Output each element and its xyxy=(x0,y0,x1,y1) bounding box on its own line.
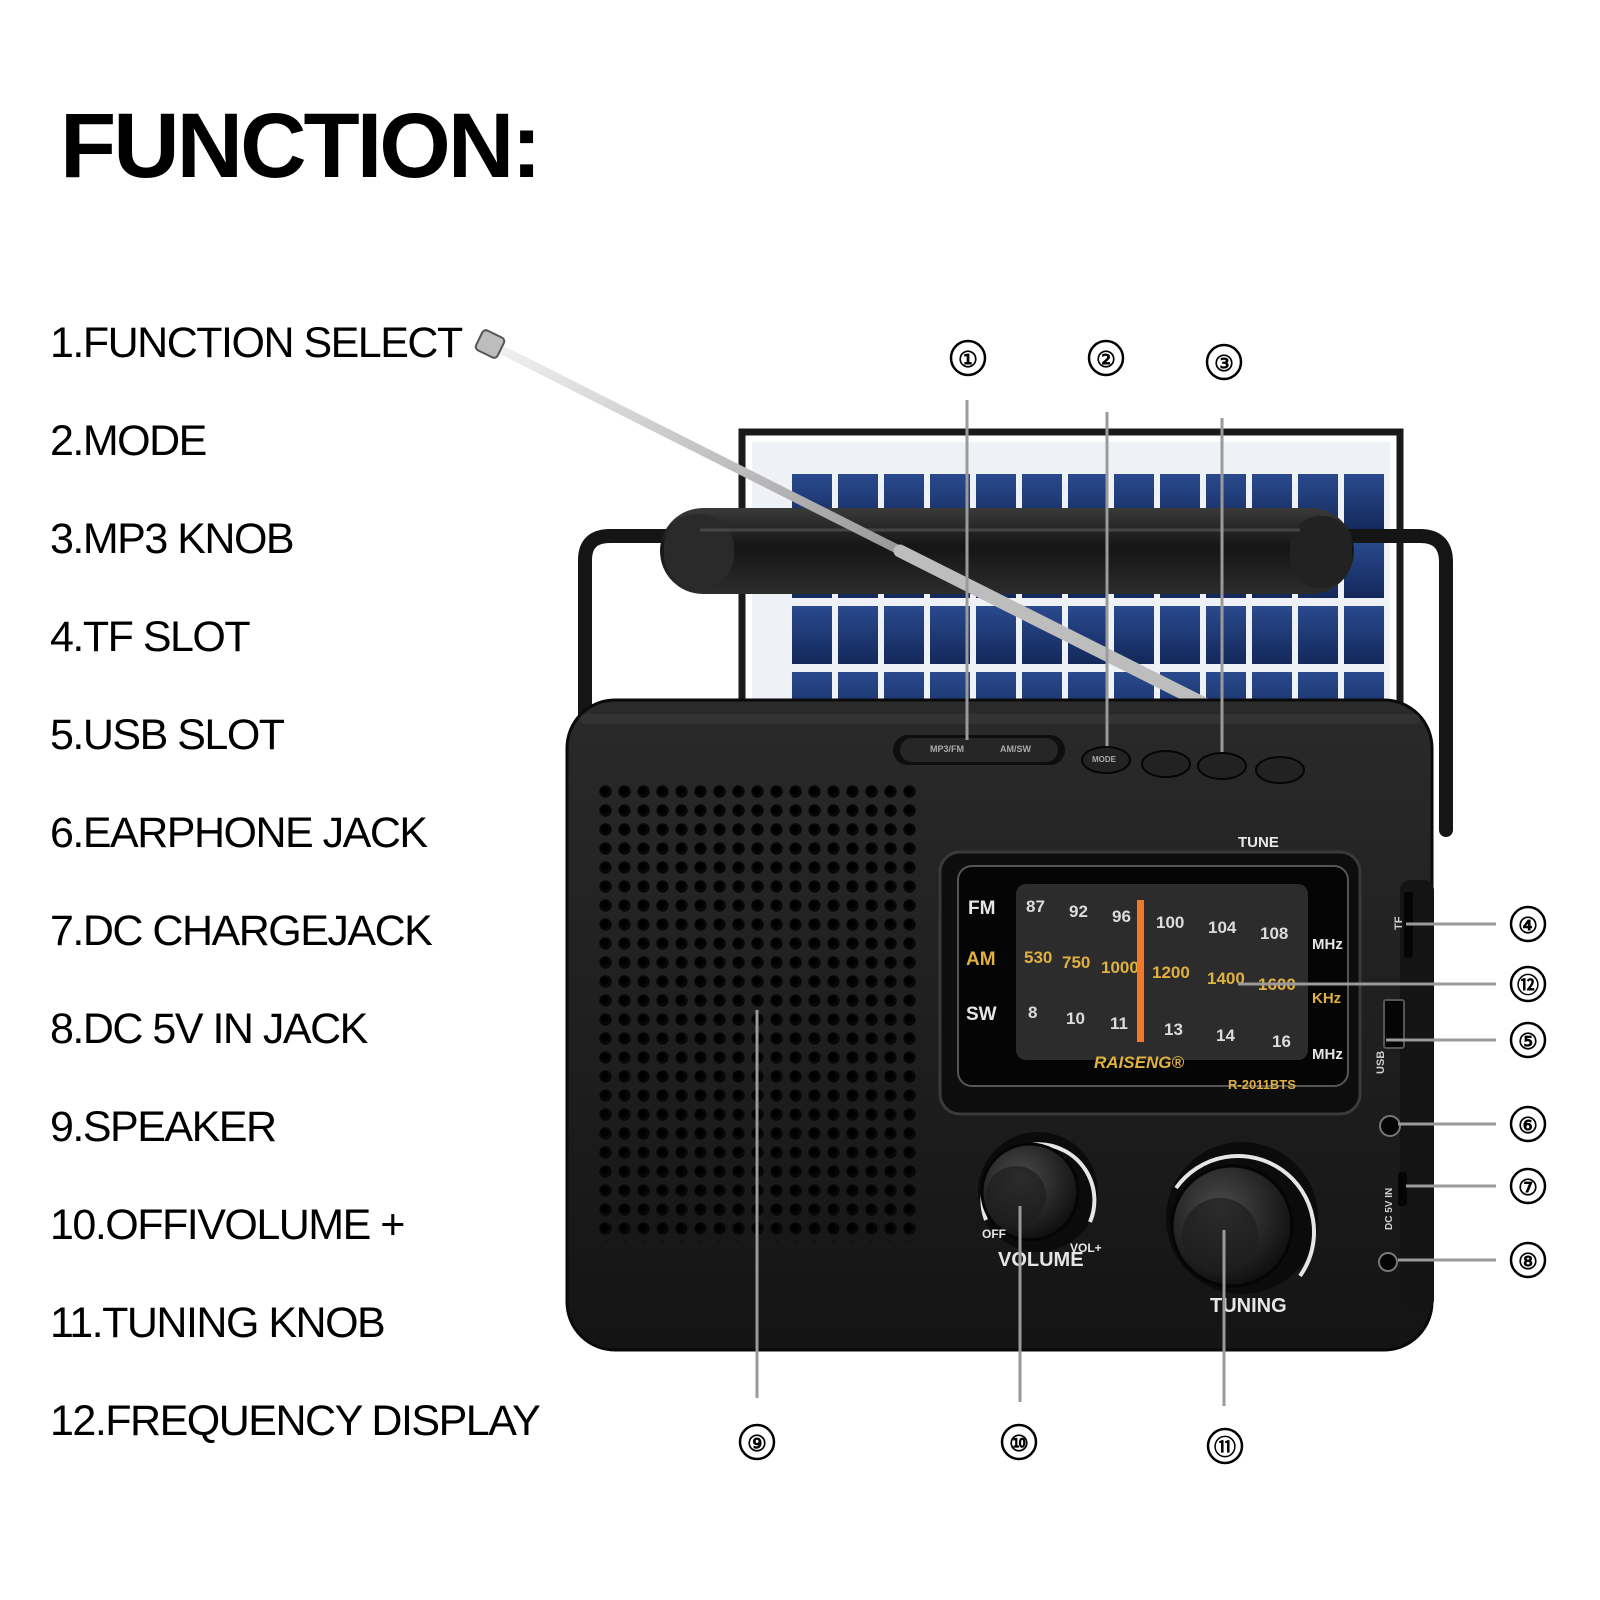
solar-cell xyxy=(1160,606,1200,664)
am-tick-label: 750 xyxy=(1062,953,1090,972)
earphone-jack[interactable] xyxy=(1379,1115,1401,1137)
antenna-tube xyxy=(660,508,1354,594)
tuning-pointer xyxy=(1137,900,1144,1042)
callout-11: ⑪ xyxy=(1214,1435,1236,1460)
dc-5v-in-jack[interactable] xyxy=(1378,1252,1398,1272)
solar-cell xyxy=(976,606,1016,664)
solar-cell xyxy=(792,606,832,664)
sw-tick-label: 11 xyxy=(1110,1014,1128,1033)
solar-cell xyxy=(1298,606,1338,664)
solar-cell xyxy=(1344,474,1384,532)
callout-8: ⑧ xyxy=(1518,1249,1538,1274)
legend-item-tf-slot: 4.TF SLOT xyxy=(50,613,251,661)
solar-cell xyxy=(838,606,878,664)
am-band-label: AM xyxy=(966,949,996,970)
mp3-play-button[interactable] xyxy=(1197,752,1247,780)
am-tick-label: 1400 xyxy=(1207,969,1245,988)
fm-tick-label: 108 xyxy=(1260,924,1288,943)
legend-item-speaker: 9.SPEAKER xyxy=(50,1103,277,1151)
fm-tick-label: 104 xyxy=(1208,918,1237,937)
mode-button-label: MODE xyxy=(1092,755,1117,764)
callout-1: ① xyxy=(958,347,978,372)
usb-slot-label: USB xyxy=(1375,1051,1387,1074)
dc-5v-label: DC 5V IN xyxy=(1384,1188,1395,1230)
volume-label: VOLUME xyxy=(998,1249,1084,1271)
callout-10: ⑩ xyxy=(1009,1431,1029,1456)
am-unit-label: KHz xyxy=(1312,990,1341,1007)
fm-tick-label: 92 xyxy=(1069,902,1088,921)
callout-2: ② xyxy=(1096,347,1116,372)
fm-tick-label: 100 xyxy=(1156,913,1184,932)
fm-tick-label: 96 xyxy=(1112,907,1131,926)
callout-9: ⑨ xyxy=(747,1431,767,1456)
sw-tick-label: 13 xyxy=(1164,1020,1183,1039)
frequency-display: FM AM SW 87 92 96 100 104 108 530 750 10… xyxy=(938,850,1362,1116)
mp3-prev-button[interactable] xyxy=(1141,750,1191,778)
sw-band-label: SW xyxy=(966,1004,997,1025)
function-legend: 1.FUNCTION SELECT 2.MODE 3.MP3 KNOB 4.TF… xyxy=(50,318,541,1494)
leader-lines xyxy=(755,400,1496,1406)
sw-tick-label: 14 xyxy=(1216,1026,1235,1045)
legend-item-dc-5v-in-jack: 8.DC 5V IN JACK xyxy=(50,1005,368,1053)
usb-slot[interactable] xyxy=(1383,999,1405,1049)
brand-logo: RAISENG® xyxy=(1094,1053,1184,1072)
callout-12: ⑫ xyxy=(1517,973,1539,998)
am-tick-label: 530 xyxy=(1024,948,1052,967)
volume-plus-label: VOL+ xyxy=(1070,1241,1102,1255)
solar-cell xyxy=(1252,606,1292,664)
sw-tick-label: 8 xyxy=(1028,1003,1037,1022)
callout-3: ③ xyxy=(1214,351,1234,376)
mp3-next-button[interactable] xyxy=(1255,756,1305,784)
legend-item-mp3-knob: 3.MP3 KNOB xyxy=(50,515,295,563)
solar-cell xyxy=(1206,606,1246,664)
solar-cell xyxy=(1344,606,1384,664)
sw-tick-label: 16 xyxy=(1272,1032,1291,1051)
tuning-label: TUNING xyxy=(1210,1295,1287,1317)
sw-tick-label: 10 xyxy=(1066,1009,1085,1028)
am-tick-label: 1200 xyxy=(1152,963,1190,982)
solar-cell xyxy=(930,606,970,664)
function-select-label-left: MP3/FM xyxy=(930,744,964,754)
solar-cell xyxy=(1114,606,1154,664)
page-title: FUNCTION: xyxy=(60,95,542,197)
function-select-switch[interactable] xyxy=(900,738,1058,762)
callout-4: ④ xyxy=(1518,913,1538,938)
callouts: ① ② ③ ④ ⑤ ⑥ ⑦ ⑧ ⑨ ⑩ ⑪ ⑫ xyxy=(738,339,1547,1465)
tf-slot-label: TF xyxy=(1393,916,1405,930)
mode-button[interactable] xyxy=(1081,746,1131,774)
fm-unit-label: MHz xyxy=(1312,936,1343,953)
fm-band-label: FM xyxy=(968,898,995,919)
volume-off-label: OFF xyxy=(982,1227,1006,1241)
fm-tick-label: 87 xyxy=(1026,897,1045,916)
legend-item-frequency-display: 12.FREQUENCY DISPLAY xyxy=(50,1397,541,1445)
top-control-strip: MP3/FM AM/SW MODE xyxy=(893,735,1305,784)
legend-item-volume: 10.OFFIVOLUME + xyxy=(50,1201,405,1249)
legend-item-earphone-jack: 6.EARPHONE JACK xyxy=(50,809,428,857)
function-select-label-right: AM/SW xyxy=(1000,744,1032,754)
tune-label: TUNE xyxy=(1238,834,1279,851)
legend-item-dc-charge-jack: 7.DC CHARGEJACK xyxy=(50,907,433,955)
legend-item-mode: 2.MODE xyxy=(50,417,207,465)
solar-cell xyxy=(884,606,924,664)
dc-charge-jack[interactable] xyxy=(1398,1172,1407,1206)
side-ports: TF USB DC 5V IN xyxy=(1375,880,1434,1310)
callout-6: ⑥ xyxy=(1518,1113,1538,1138)
volume-knob[interactable] xyxy=(978,1132,1098,1252)
am-tick-label: 1000 xyxy=(1101,958,1139,977)
tuning-knob[interactable] xyxy=(1166,1142,1318,1294)
legend-item-tuning-knob: 11.TUNING KNOB xyxy=(50,1299,386,1347)
legend-item-usb-slot: 5.USB SLOT xyxy=(50,711,285,759)
sw-unit-label: MHz xyxy=(1312,1046,1343,1063)
callout-5: ⑤ xyxy=(1518,1029,1538,1054)
callout-7: ⑦ xyxy=(1518,1175,1538,1200)
model-number: R-2011BTS xyxy=(1228,1077,1296,1092)
legend-item-function-select: 1.FUNCTION SELECT xyxy=(50,319,463,367)
